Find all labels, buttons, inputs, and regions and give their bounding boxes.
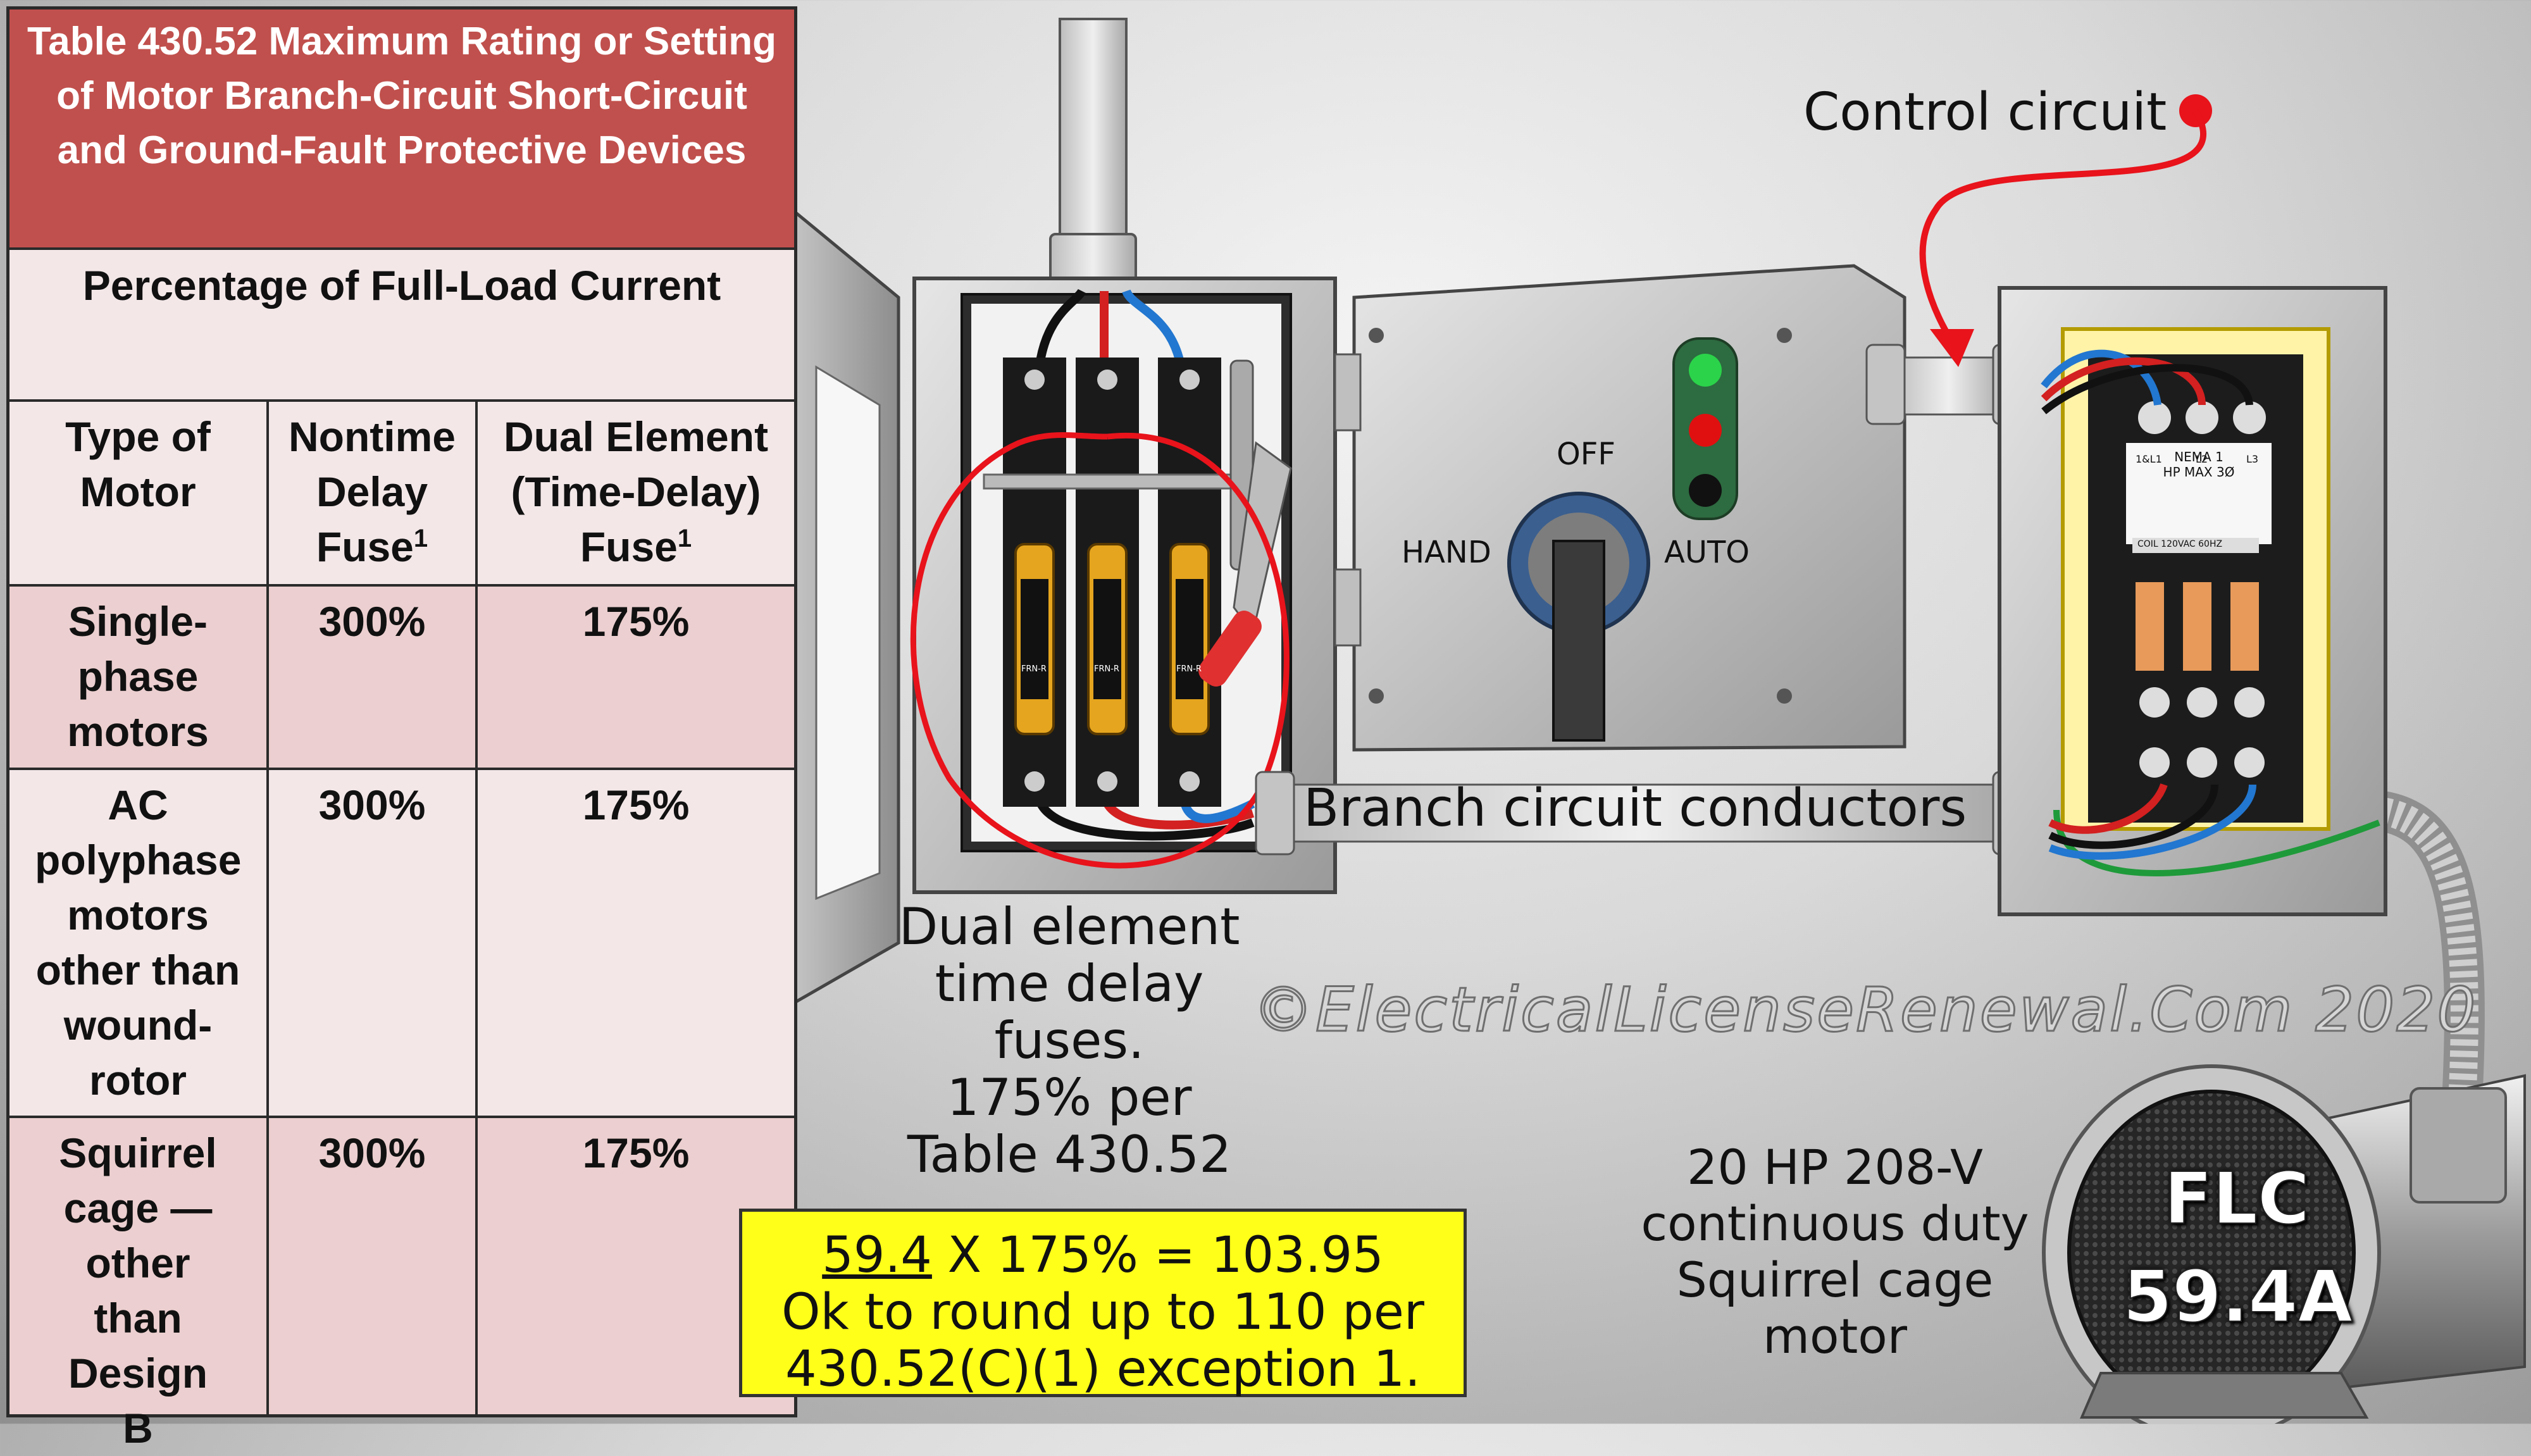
branch-circuit-conductors-label: Branch circuit conductors	[1303, 778, 1967, 838]
row-3-type: Squirrel cage — other than Design B	[9, 1118, 269, 1452]
switch-auto-label: AUTO	[1664, 535, 1750, 570]
table-caption: Percentage of Full-Load Current	[9, 250, 794, 402]
fuse-caption-line: 175% per	[947, 1068, 1192, 1127]
top-conduit	[1049, 18, 1137, 283]
calc-flc-value: 59.4	[822, 1227, 932, 1284]
header-nontime-text: Nontime Delay Fuse	[289, 413, 456, 570]
row-2-type: AC polyphase motors other than wound-rot…	[9, 770, 269, 1118]
starter-nameplate: NEMA 1 HP MAX 3Ø	[2132, 449, 2265, 480]
footnote-mark: 1	[677, 525, 692, 552]
magnetic-starter-box	[1998, 286, 2387, 916]
calc-line-1-rest: X 175% = 103.95	[931, 1227, 1384, 1284]
motor-flc-label: FLC	[2163, 1157, 2310, 1241]
calc-line-2: Ok to round up to 110 per	[781, 1284, 1424, 1341]
motor-caption-line: 20 HP 208-V	[1686, 1139, 1984, 1195]
starter-terminal-l1: 1&L1	[2136, 453, 2162, 465]
fuse-caption-line: fuses.	[994, 1011, 1145, 1070]
switch-hand-label: HAND	[1402, 535, 1491, 570]
header-dual-text: Dual Element (Time-Delay) Fuse	[503, 413, 769, 570]
control-circuit-label: Control circuit	[1803, 82, 2167, 142]
fuse-highlight-circle	[910, 432, 1290, 869]
motor-caption-line: motor	[1762, 1308, 1908, 1364]
row-3-dual: 175%	[582, 1129, 690, 1176]
starter-hp: HP MAX 3Ø	[2163, 464, 2235, 480]
disconnect-switch-box	[912, 277, 1337, 894]
row-1-nontime: 300%	[269, 587, 478, 770]
calc-line-3: 430.52(C)(1) exception 1.	[785, 1341, 1421, 1398]
fuse-caption-line: time delay	[935, 954, 1204, 1013]
motor-caption: 20 HP 208-V continuous duty Squirrel cag…	[1607, 1139, 2063, 1364]
fuse-3-label: FRN-R	[1176, 664, 1202, 674]
starter-coil-label: COIL 120VAC 60HZ	[2137, 539, 2223, 549]
fuse-caption-line: Table 430.52	[907, 1125, 1232, 1184]
row-1-type: Single-phase motors	[9, 587, 269, 770]
fuse-1-label: FRN-R	[1021, 664, 1047, 674]
row-2-dual: 175%	[478, 770, 794, 1118]
motor-caption-line: Squirrel cage	[1676, 1252, 1994, 1308]
calculation-box: 59.4 X 175% = 103.95 Ok to round up to 1…	[739, 1209, 1467, 1398]
row-3-nontime: 300%	[269, 1118, 478, 1414]
fuse-holders	[983, 358, 1245, 807]
starter-terminal-l2: L2	[2196, 453, 2208, 465]
header-type-of-motor: Type of Motor	[9, 402, 269, 587]
switch-off-label: OFF	[1557, 437, 1615, 472]
control-circuit-arrow	[1919, 94, 2212, 367]
starter-terminal-l3: L3	[2246, 453, 2259, 465]
motor-caption-line: continuous duty	[1641, 1195, 2029, 1252]
fuse-caption-line: Dual element	[899, 897, 1240, 956]
hand-off-auto-station	[1334, 264, 1906, 752]
equipment-illustration	[493, 18, 2526, 1424]
starter-nema: NEMA 1	[2174, 449, 2223, 464]
row-1-dual: 175%	[478, 587, 794, 770]
header-dual-element-fuse: Dual Element (Time-Delay) Fuse1	[478, 402, 794, 587]
nec-table-430-52: Table 430.52 Maximum Rating or Setting o…	[6, 6, 797, 1452]
copyright-watermark: ©ElectricalLicenseRenewal.Com 2020	[1252, 974, 2478, 1047]
motor-flc-value: 59.4A	[2122, 1255, 2353, 1339]
fuse-2-label: FRN-R	[1094, 664, 1119, 674]
calc-line-1: 59.4 X 175% = 103.95	[742, 1227, 1464, 1284]
header-nontime-delay-fuse: Nontime Delay Fuse1	[269, 402, 478, 587]
footnote-mark: 1	[413, 525, 428, 552]
disconnect-door	[770, 189, 900, 1019]
fuse-caption: Dual element time delay fuses. 175% per …	[873, 899, 1266, 1183]
row-2-nontime: 300%	[269, 770, 478, 1118]
table-title: Table 430.52 Maximum Rating or Setting o…	[9, 9, 794, 250]
squirrel-cage-motor	[2042, 1064, 2526, 1424]
